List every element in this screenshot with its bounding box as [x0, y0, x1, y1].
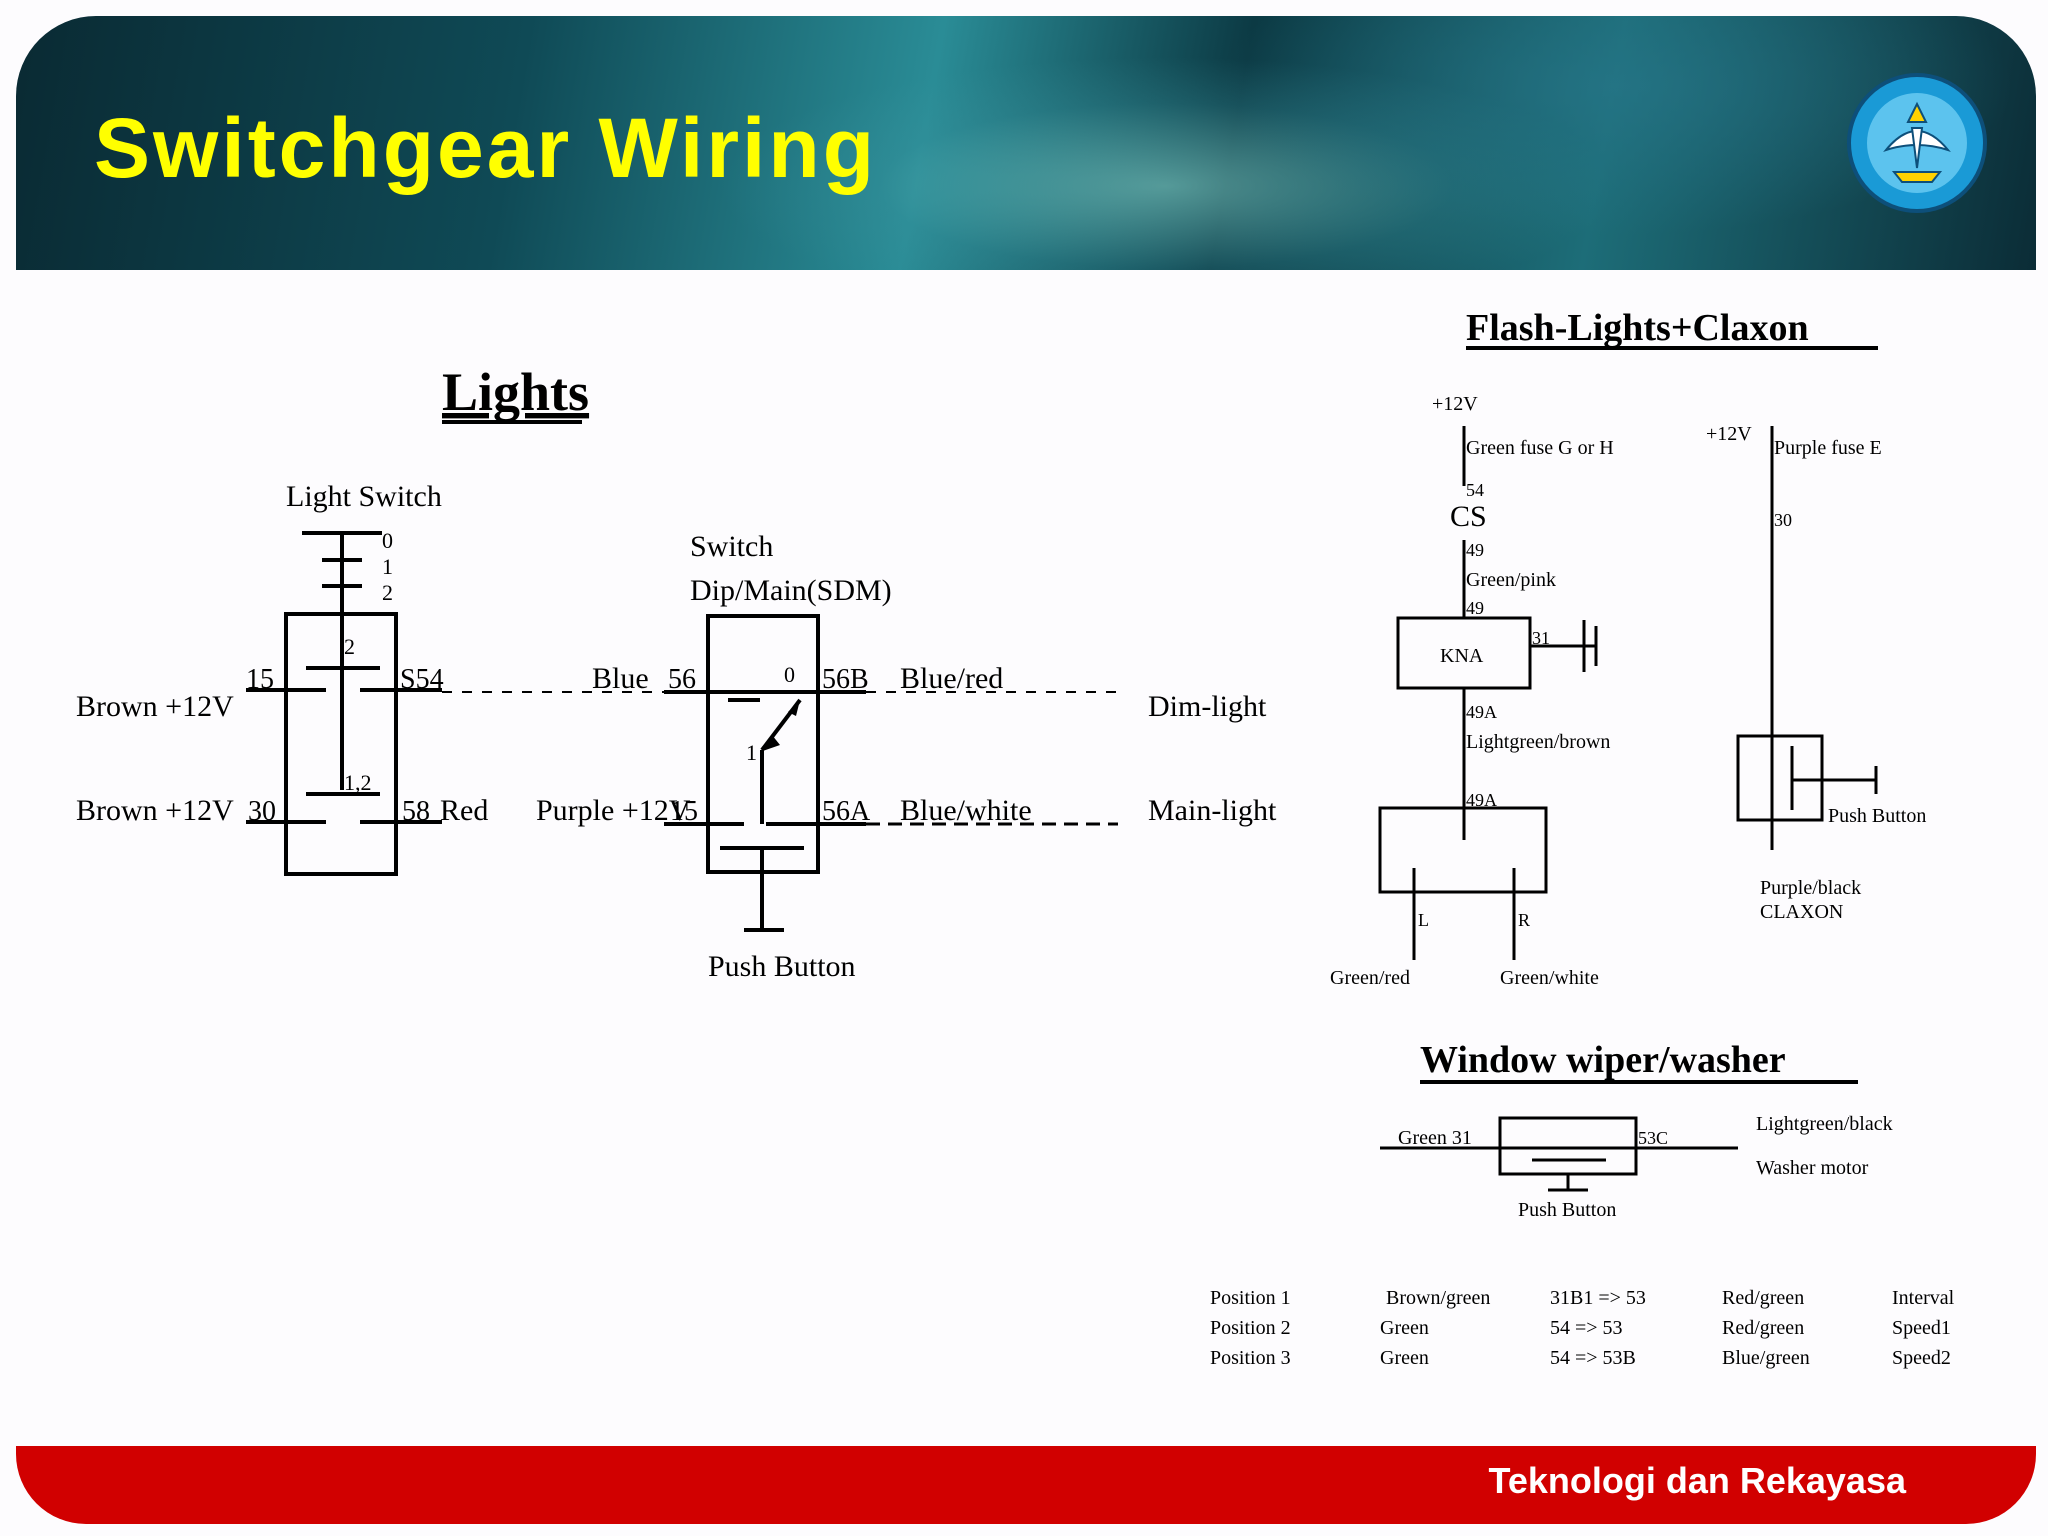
terminal-49a-2: 49A: [1466, 790, 1497, 810]
red-label: Red: [440, 794, 488, 827]
wiper-heading: Window wiper/washer: [1420, 1039, 1786, 1081]
footer-text: Teknologi dan Rekayasa: [1488, 1460, 1906, 1501]
position-1: 1: [382, 554, 393, 579]
terminal-49-b: 49: [1466, 598, 1484, 618]
blue-label: Blue: [592, 662, 649, 695]
terminal-R: R: [1518, 910, 1530, 930]
terminal-30: 30: [248, 796, 276, 827]
terminal-15b: 15: [670, 796, 698, 827]
lights-heading: Lights: [442, 362, 589, 422]
light-switch-label: Light Switch: [286, 480, 442, 513]
position-0: 0: [382, 528, 393, 553]
terminal-31: 31: [1532, 628, 1550, 648]
claxon-label: CLAXON: [1760, 901, 1843, 923]
header-banner: [16, 16, 2036, 270]
brown-12v-top: Brown +12V: [76, 690, 234, 723]
terminal-56b: 56B: [822, 664, 869, 695]
table-cell: Position 2: [1210, 1317, 1291, 1339]
position-2: 2: [382, 580, 393, 605]
footer-bar: Teknologi dan Rekayasa: [16, 1446, 2036, 1524]
sdm-switch-box: [706, 614, 820, 874]
push-button-label: Push Button: [708, 950, 856, 983]
lightgreen-brown-label: Lightgreen/brown: [1466, 731, 1610, 753]
wiper-switch-box: [1498, 1116, 1638, 1176]
sdm-one: 1: [746, 740, 757, 765]
tut-wuri-handayani-logo: [1847, 73, 1987, 213]
sdm-label-2: Dip/Main(SDM): [690, 574, 892, 607]
table-cell: 54 => 53: [1550, 1317, 1623, 1339]
terminal-30-claxon: 30: [1774, 510, 1792, 530]
green-red-label: Green/red: [1330, 967, 1410, 989]
blue-red-label: Blue/red: [900, 662, 1003, 695]
terminal-56a: 56A: [822, 796, 871, 827]
main-light-label: Main-light: [1148, 794, 1277, 827]
table-cell: Green: [1380, 1347, 1429, 1369]
table-cell: Interval: [1892, 1287, 1955, 1309]
inner-2: 2: [344, 634, 355, 659]
green-31-label: Green 31: [1398, 1127, 1472, 1149]
washer-motor-label: Washer motor: [1756, 1157, 1869, 1179]
sdm-arrow-head: [788, 700, 800, 716]
purple-black-label: Purple/black: [1760, 877, 1861, 899]
claxon-button-box: [1736, 734, 1824, 822]
table-cell: Red/green: [1722, 1287, 1804, 1309]
slide-title: Switchgear Wiring: [94, 101, 878, 195]
terminal-58: 58: [402, 796, 430, 827]
green-fuse-label: Green fuse G or H: [1466, 437, 1614, 459]
purple-fuse-label: Purple fuse E: [1774, 437, 1882, 459]
terminal-L: L: [1418, 910, 1429, 930]
table-cell: 31B1 => 53: [1550, 1287, 1646, 1309]
table-cell: Blue/green: [1722, 1347, 1810, 1369]
wiper-push-button-label: Push Button: [1518, 1199, 1616, 1221]
terminal-54: 54: [1466, 480, 1484, 500]
kna-label: KNA: [1440, 645, 1484, 667]
terminal-49a: 49A: [1466, 702, 1497, 722]
sdm-zero: 0: [784, 662, 795, 687]
flash-12v-left: +12V: [1432, 393, 1478, 415]
table-cell: Red/green: [1722, 1317, 1804, 1339]
position-table: Position 1 Brown/green 31B1 => 53 Red/gr…: [1210, 1287, 1955, 1369]
table-cell: 54 => 53B: [1550, 1347, 1636, 1369]
terminal-s54: S54: [400, 664, 444, 695]
blue-white-label: Blue/white: [900, 794, 1032, 827]
table-cell: Speed2: [1892, 1347, 1951, 1369]
table-cell: Speed1: [1892, 1317, 1951, 1339]
sdm-label-1: Switch: [690, 530, 773, 563]
dim-light-label: Dim-light: [1148, 690, 1267, 723]
brown-12v-bottom: Brown +12V: [76, 794, 234, 827]
green-pink-label: Green/pink: [1466, 569, 1556, 591]
green-white-label: Green/white: [1500, 967, 1599, 989]
lightgreen-black-label: Lightgreen/black: [1756, 1113, 1893, 1135]
table-cell: Position 3: [1210, 1347, 1291, 1369]
terminal-15: 15: [246, 664, 274, 695]
purple-12v-label: Purple +12V: [536, 794, 691, 827]
sdm-arrow-tail: [760, 735, 780, 752]
table-cell: Brown/green: [1386, 1287, 1490, 1309]
terminal-49-a: 49: [1466, 540, 1484, 560]
light-switch-box: [284, 612, 398, 876]
flash-heading: Flash-Lights+Claxon: [1466, 307, 1809, 349]
table-cell: Green: [1380, 1317, 1429, 1339]
terminal-53c: 53C: [1638, 1128, 1668, 1148]
terminal-56: 56: [668, 664, 696, 695]
flasher-box: [1378, 806, 1548, 894]
claxon-push-button-label: Push Button: [1828, 805, 1926, 827]
table-cell: Position 1: [1210, 1287, 1291, 1309]
flash-12v-right: +12V: [1706, 423, 1752, 445]
cs-label: CS: [1450, 500, 1487, 533]
inner-12: 1,2: [344, 770, 372, 795]
